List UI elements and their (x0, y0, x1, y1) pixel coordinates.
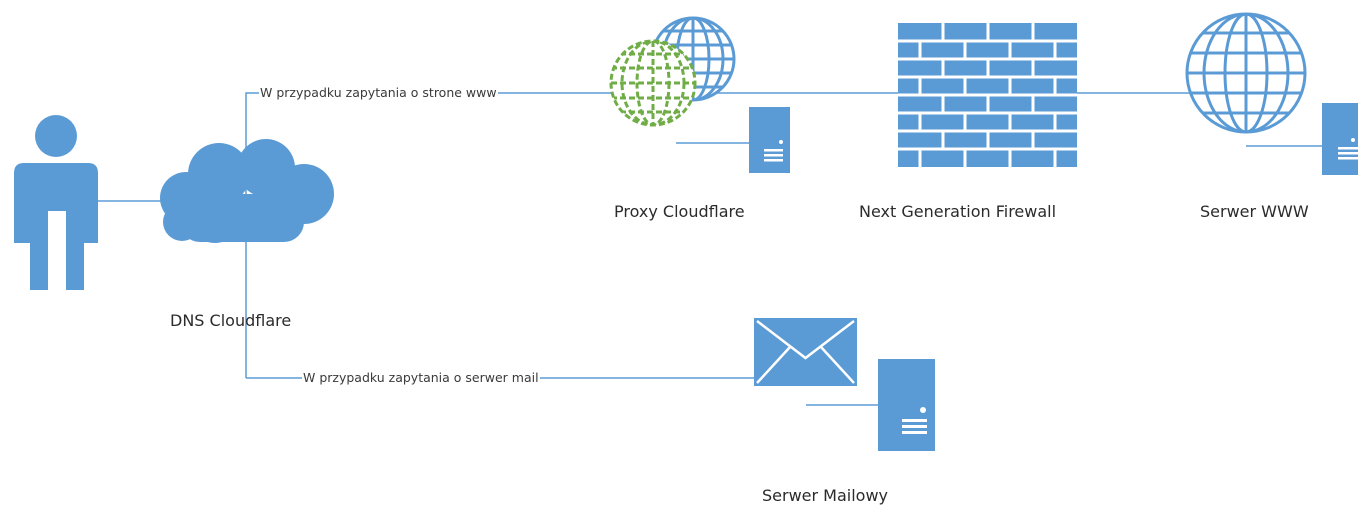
dns-to-proxy-line (245, 92, 1246, 378)
mail-server-icon (878, 359, 935, 451)
www-server-icon (1322, 103, 1358, 175)
www-globe-icon (1185, 12, 1307, 134)
edge-label-mail: W przypadku zapytania o serwer mail (302, 370, 540, 385)
proxy-cloudflare-label: Proxy Cloudflare (614, 202, 745, 221)
edge-label-www: W przypadku zapytania o strone www (259, 85, 498, 100)
connector-lines (60, 92, 1322, 406)
proxy-server-icon (749, 107, 790, 173)
serwer-mailowy-label: Serwer Mailowy (762, 486, 889, 505)
user-icon (14, 115, 98, 290)
envelope-icon (754, 318, 857, 386)
firewall-label: Next Generation Firewall (859, 202, 1057, 221)
dns-cloudflare-label: DNS Cloudflare (170, 311, 292, 330)
firewall-icon (898, 23, 1077, 167)
proxy-green-globe-icon (609, 39, 697, 127)
cloud-icon (160, 139, 334, 243)
serwer-www-label: Serwer WWW (1200, 202, 1309, 221)
